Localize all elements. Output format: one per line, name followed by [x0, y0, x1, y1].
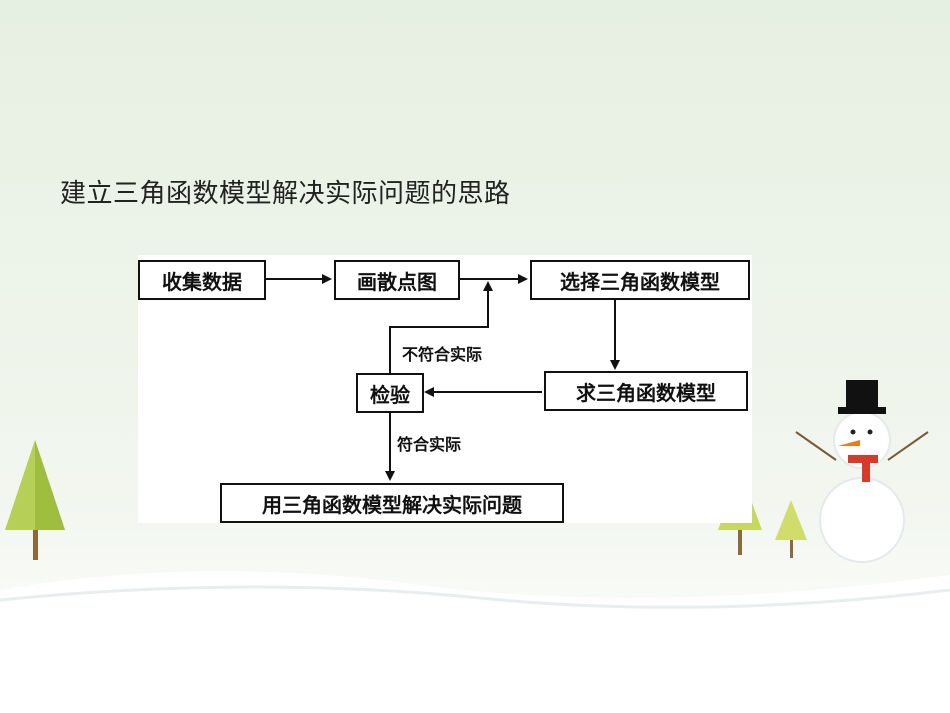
flowchart: 收集数据 画散点图 选择三角函数模型 求三角函数模型 检验 用三角函数模型解决实… [138, 255, 752, 523]
edge-check-scatter [389, 281, 493, 373]
node-choose-model: 选择三角函数模型 [530, 260, 750, 300]
node-check: 检验 [356, 373, 424, 413]
node-solve-model: 求三角函数模型 [544, 371, 748, 411]
node-scatter-plot: 画散点图 [334, 260, 460, 300]
flowchart-arrows [266, 274, 620, 481]
label-fit: 符合实际 [397, 435, 462, 454]
snowman-icon [795, 380, 929, 563]
node-collect-data: 收集数据 [138, 260, 266, 300]
tree-left-icon [5, 440, 65, 560]
label-not-fit: 不符合实际 [402, 345, 483, 364]
node-apply-model: 用三角函数模型解决实际问题 [220, 483, 564, 523]
slide-title: 建立三角函数模型解决实际问题的思路 [60, 179, 511, 209]
